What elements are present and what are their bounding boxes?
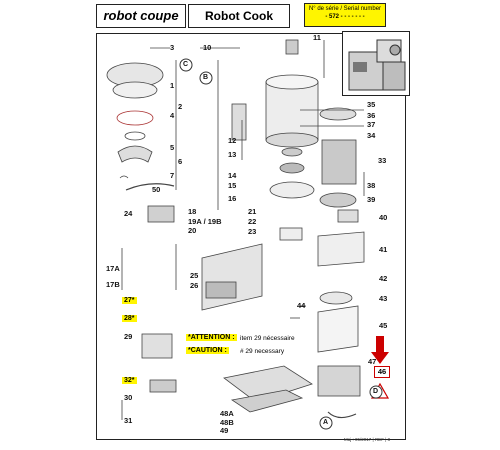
part-label: 38	[367, 181, 376, 190]
part-label: 42	[379, 274, 388, 283]
part-label: 18	[188, 207, 197, 216]
serial-value: - 572 - - - - - - -	[325, 14, 365, 20]
red-arrow-icon	[371, 336, 389, 364]
part-label: 33	[378, 156, 387, 165]
part-label: 36	[367, 111, 376, 120]
part-label: 17A	[106, 264, 120, 273]
circle-marker-a	[319, 416, 333, 430]
starred-part-label: 27*	[122, 297, 137, 304]
part-label: 10	[203, 43, 212, 52]
part-label: 50	[152, 185, 161, 194]
part-label: 15	[228, 181, 237, 190]
machine-inset-icon	[348, 39, 406, 91]
serial-number-box: N° de série / Serial number - 572 - - - …	[304, 3, 386, 27]
part-label: 24	[124, 209, 133, 218]
part-label: 23	[248, 227, 257, 236]
brand-logo: robot coupe	[96, 4, 186, 28]
part-label: 49	[220, 426, 229, 435]
part-label: 37	[367, 120, 376, 129]
part-label: 26	[190, 281, 199, 290]
exploded-view-frame	[96, 33, 406, 440]
attention-text: item 29 nécessaire	[240, 335, 295, 342]
part-label: 2	[178, 102, 183, 111]
part-label: 20	[188, 226, 197, 235]
page-title: Robot Cook	[188, 4, 290, 28]
part-label: 48B	[220, 418, 234, 427]
part-label: 47	[368, 357, 377, 366]
part-label: B	[203, 74, 209, 81]
part-label: 39	[367, 195, 376, 204]
part-label: 43	[379, 294, 388, 303]
part-label: 1	[170, 81, 175, 90]
circle-marker-d	[369, 385, 383, 399]
part-label: 19A / 19B	[188, 217, 222, 226]
revision-footer: Maj : 05/2017 | REF | 8	[344, 437, 391, 442]
caution-tag: *CAUTION :	[186, 347, 229, 354]
machine-inset-image	[342, 31, 410, 96]
part-label: 3	[170, 43, 175, 52]
part-label: 34	[367, 131, 376, 140]
part-label: 41	[379, 245, 388, 254]
circle-marker-b	[199, 71, 213, 85]
circle-marker-label: A	[323, 419, 329, 426]
part-label: 48A	[220, 409, 234, 418]
serial-label: N° de série / Serial number	[308, 6, 382, 12]
part-label: 21	[248, 207, 257, 216]
part-label: 11	[313, 33, 321, 42]
part-label: 45	[379, 321, 388, 330]
part-label: 16	[228, 194, 237, 203]
part-label: 4	[170, 111, 175, 120]
highlighted-part-46: 46	[374, 366, 390, 378]
part-label: 17B	[106, 280, 120, 289]
part-label: 14	[228, 171, 237, 180]
part-label: 30	[124, 393, 133, 402]
caution-text: # 29 necessary	[240, 348, 285, 355]
part-label: 35	[367, 100, 376, 109]
starred-part-label: 28*	[122, 315, 137, 322]
part-label: 6	[178, 157, 183, 166]
part-label: 5	[170, 143, 175, 152]
part-label: 12	[228, 136, 237, 145]
part-label: C	[183, 61, 189, 68]
attention-tag: *ATTENTION :	[186, 334, 237, 341]
part-label: 44	[297, 301, 306, 310]
starred-part-label: 32*	[122, 377, 137, 384]
part-label: 22	[248, 217, 257, 226]
circle-marker-c	[179, 58, 193, 72]
part-label: 25	[190, 271, 199, 280]
part-label: 13	[228, 150, 237, 159]
circle-marker-label: D	[373, 388, 379, 395]
part-label: 29	[124, 332, 133, 341]
part-label: 7	[170, 171, 175, 180]
part-label: 31	[124, 416, 133, 425]
part-label: 40	[379, 213, 388, 222]
